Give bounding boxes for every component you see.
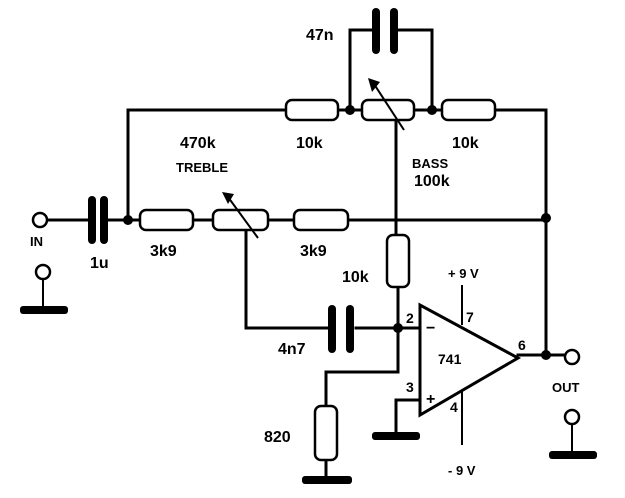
resistor-feedback-10k xyxy=(385,233,411,289)
ground-pin3 xyxy=(372,432,420,440)
junction-dots xyxy=(123,105,551,360)
label-opamp-741: 741 xyxy=(438,351,462,367)
input-terminal xyxy=(31,211,49,229)
ground-820 xyxy=(302,476,352,484)
label-input: IN xyxy=(30,234,43,249)
input-ground-terminal xyxy=(34,263,52,281)
resistor-top-right xyxy=(440,98,497,122)
resistor-ground-820 xyxy=(313,404,339,462)
label-cap-47n: 47n xyxy=(306,27,334,44)
label-treble-name: TREBLE xyxy=(176,160,228,175)
pin-vneg-number: 4 xyxy=(450,399,458,415)
output-ground-terminal xyxy=(563,408,581,426)
pot-treble xyxy=(211,192,270,239)
label-bass-value: 100k xyxy=(414,173,450,190)
resistor-left-3k9 xyxy=(138,208,195,232)
pin-inverting-number: 2 xyxy=(406,310,414,326)
label-cap-1u: 1u xyxy=(90,255,109,272)
pot-bass xyxy=(360,78,416,131)
resistor-right-3k9 xyxy=(292,208,350,232)
pin-plus-sign: + xyxy=(426,391,435,408)
pin-non-inverting-number: 3 xyxy=(406,379,414,395)
capacitor-47n xyxy=(372,8,398,54)
pin-minus-sign: − xyxy=(426,320,435,337)
label-supply-neg: - 9 V xyxy=(448,463,476,478)
label-res-top-left: 10k xyxy=(296,135,323,152)
label-res-820: 820 xyxy=(264,429,291,446)
label-treble-value: 470k xyxy=(180,135,216,152)
wires xyxy=(42,28,573,478)
label-output: OUT xyxy=(552,380,580,395)
label-bass-name: BASS xyxy=(412,156,448,171)
resistor-top-left xyxy=(284,98,340,122)
output-terminal xyxy=(563,348,581,366)
opamp-triangle xyxy=(418,302,522,418)
label-res-top-right: 10k xyxy=(452,135,479,152)
label-supply-pos: + 9 V xyxy=(448,266,479,281)
pin-vpos-number: 7 xyxy=(466,309,474,325)
ground-input xyxy=(20,306,68,314)
label-res-3k9-right: 3k9 xyxy=(300,243,327,260)
pin-output-number: 6 xyxy=(518,337,526,353)
label-res-3k9-left: 3k9 xyxy=(150,243,177,260)
ground-output xyxy=(549,451,597,459)
capacitor-input-1u xyxy=(88,196,108,244)
label-res-feedback: 10k xyxy=(342,269,369,286)
label-cap-4n7: 4n7 xyxy=(278,341,306,358)
capacitor-4n7 xyxy=(328,305,354,353)
